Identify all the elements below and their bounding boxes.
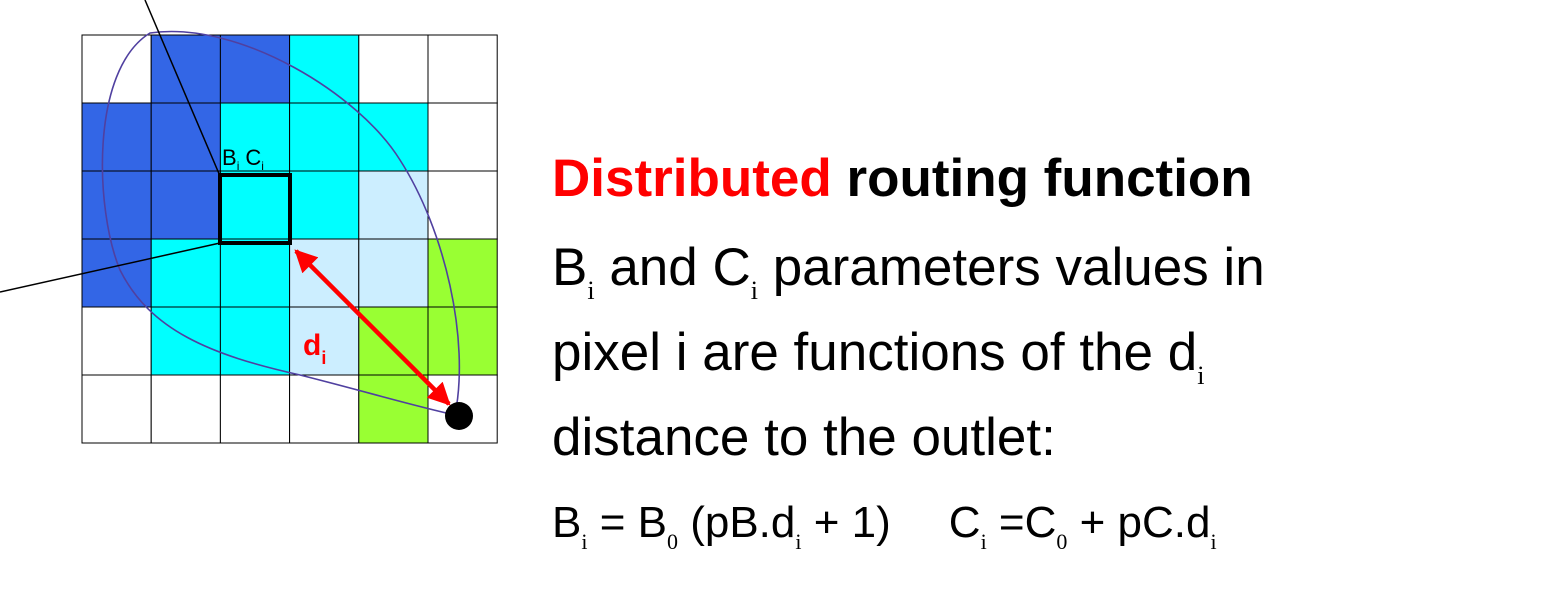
grid-cell (219, 238, 291, 308)
title: Distributed routing function (552, 149, 1253, 209)
grid-cell (427, 34, 498, 104)
grid-cell (358, 102, 429, 172)
symbol-c-sub: i (750, 276, 758, 305)
grid-cell (219, 34, 291, 104)
description-text: Distributed routing function Bi and Ci p… (552, 0, 1565, 591)
grid-cell (81, 238, 152, 308)
pointer-line-top (144, 0, 221, 177)
grid-cell (150, 374, 221, 444)
grid-cell (289, 238, 360, 308)
title-highlight: Distributed (552, 149, 832, 208)
grid-cell (150, 34, 221, 104)
grid-cell (81, 102, 152, 172)
grid-cell (150, 306, 221, 376)
distance-label-d: d (303, 329, 321, 362)
cell-label-c-sub: i (261, 159, 264, 173)
pointer-line-left (0, 242, 221, 293)
text-distance: distance to the outlet: (552, 408, 1056, 467)
distance-label: di (303, 329, 326, 368)
grid-cell (358, 34, 429, 104)
description-line-3: distance to the outlet: (552, 408, 1056, 468)
grid-cell (150, 102, 221, 172)
formula-b: Bi = B0 (pB.di + 1) (552, 498, 891, 554)
grid-cell (427, 306, 498, 376)
distance-arrow (294, 249, 451, 406)
grid-cell (219, 170, 291, 240)
text-parameters: parameters values in (757, 238, 1265, 297)
grid-cell (81, 170, 152, 240)
grid-cell (289, 170, 360, 240)
symbol-b-sub: i (587, 276, 595, 305)
grid-cell (289, 102, 360, 172)
grid-cell (150, 170, 221, 240)
grid-cell (81, 306, 152, 376)
cell-label-b-sub: i (237, 159, 240, 173)
grid-cell (81, 374, 152, 444)
description-line-2: pixel i are functions of the di (552, 323, 1204, 406)
grid-cell (150, 238, 221, 308)
text-pixel: pixel i are functions of the d (552, 323, 1198, 382)
title-rest: routing function (831, 149, 1253, 208)
grid-cell (358, 374, 429, 444)
distance-label-sub: i (321, 348, 326, 368)
symbol-d-sub: i (1197, 361, 1205, 390)
grid-cell (427, 170, 498, 240)
highlighted-pixel (218, 173, 292, 245)
cell-label-b: B (222, 145, 237, 170)
grid-cell (81, 34, 152, 104)
grid-cell (358, 306, 429, 376)
grid-cell (427, 238, 498, 308)
outlet-point (445, 402, 473, 430)
grid-cell (219, 306, 291, 376)
formula-line: Bi = B0 (pB.di + 1) Ci =C0 + pC.di (552, 493, 1217, 572)
grid-cell (289, 374, 360, 444)
text-and-c: and C (594, 238, 751, 297)
grid-cell (427, 102, 498, 172)
description-line-1: Bi and Ci parameters values in (552, 238, 1265, 321)
grid-cell (219, 374, 291, 444)
grid-cell (358, 170, 429, 240)
grid-cell (289, 34, 360, 104)
symbol-b: B (552, 238, 588, 297)
grid-cell (358, 238, 429, 308)
formula-c: Ci =C0 + pC.di (948, 498, 1217, 554)
cell-label-c: C (245, 145, 261, 170)
